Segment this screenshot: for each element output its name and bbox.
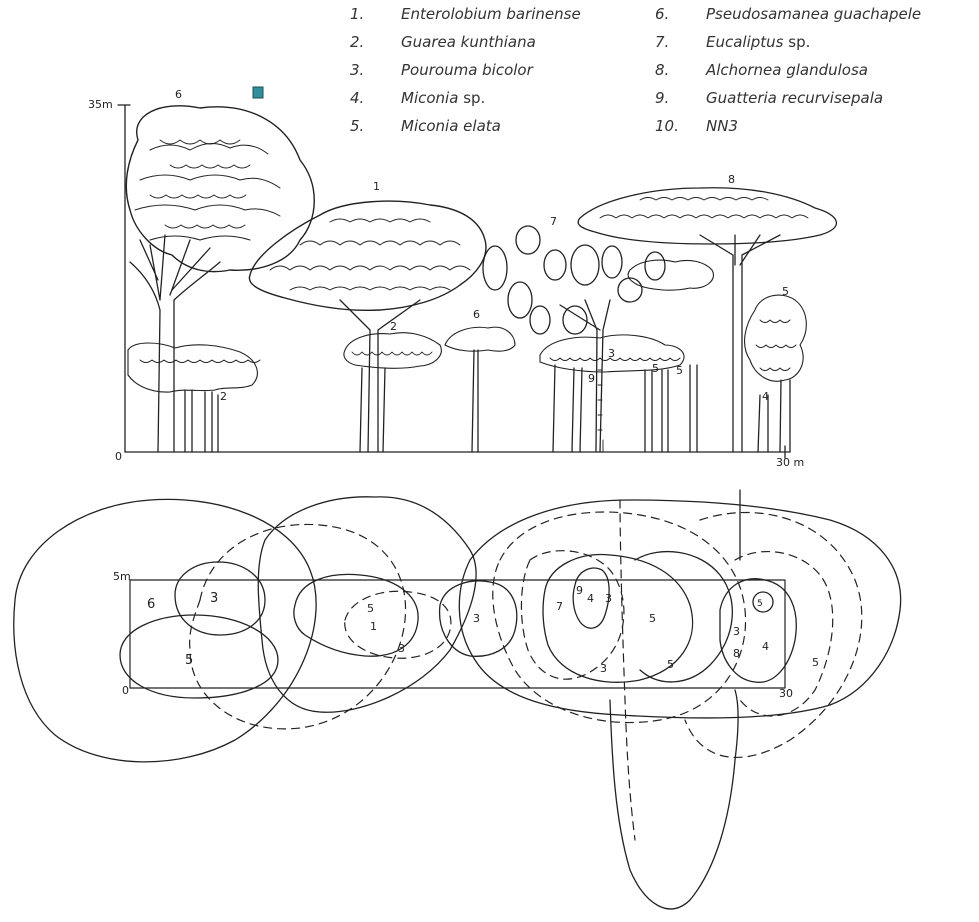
tree-label-4: 4 — [762, 390, 769, 403]
crown-label-7: 7 — [556, 600, 563, 613]
crown-label-5c: 5 — [649, 612, 656, 625]
tree-label-2: 2 — [390, 320, 397, 333]
tree-label-9: 9 — [588, 372, 595, 385]
crown-label-6: 6 — [147, 597, 155, 612]
crown-label-9: 9 — [576, 584, 583, 597]
crown-6 — [14, 499, 316, 762]
tree-5-profile — [745, 295, 807, 452]
crown-4-dashed — [685, 513, 862, 758]
crown-label-4b: 4 — [762, 640, 769, 653]
tree-6b-profile — [445, 327, 515, 452]
tree-2-profile — [344, 333, 441, 452]
understory-right — [540, 252, 713, 452]
tree-label-6: 6 — [175, 88, 182, 101]
plan-width-label: 5m — [113, 570, 131, 583]
tree-label-7: 7 — [550, 215, 557, 228]
crown-label-5d: 5 — [667, 658, 674, 671]
crown-label-5e: 5 — [757, 599, 763, 609]
crown-8 — [459, 500, 900, 718]
tree-label-6b: 6 — [473, 308, 480, 321]
crown-5-dashed-b — [521, 551, 624, 679]
plan-origin-label: 0 — [122, 684, 129, 697]
height-label: 35m — [88, 98, 113, 111]
tree-label-1: 1 — [373, 180, 380, 193]
crown-label-8: 8 — [733, 647, 740, 660]
crown-label-3b: 3 — [398, 642, 405, 655]
crown-label-4a: 4 — [587, 592, 594, 605]
marker-square — [253, 87, 263, 98]
crown-label-1: 1 — [370, 620, 377, 633]
plan-length-label: 30 — [779, 687, 793, 700]
crown-label-5a: 5 — [185, 653, 193, 668]
crown-label-3d: 3 — [600, 662, 607, 675]
crown-label-5f: 5 — [812, 656, 819, 669]
tree-label-5b: 5 — [652, 362, 659, 375]
crown-7-dashed — [493, 512, 746, 723]
tree-label-5c: 5 — [676, 364, 683, 377]
understory-left — [128, 343, 260, 452]
crown-5d — [753, 592, 773, 612]
tree-label-8: 8 — [728, 173, 735, 186]
crown-label-31: 3 — [605, 592, 612, 605]
profile-diagram — [118, 105, 836, 458]
crown-label-3c: 3 — [473, 612, 480, 625]
tree-1-profile — [249, 201, 486, 452]
crown-plan-diagram — [14, 490, 901, 909]
crown-label-5b: 5 — [367, 602, 374, 615]
tree-label-2b: 2 — [220, 390, 227, 403]
crown-label-3a: 3 — [210, 591, 218, 606]
tree-label-3: 3 — [608, 347, 615, 360]
crown-3a — [175, 562, 265, 635]
profile-origin-label: 0 — [115, 450, 122, 463]
tree-8-profile — [578, 188, 836, 452]
tree-7-profile — [483, 226, 622, 452]
tree-label-5: 5 — [782, 285, 789, 298]
dashed-line-center — [620, 500, 635, 840]
profile-length-label: 30 m — [776, 456, 804, 469]
crown-label-3e: 3 — [733, 625, 740, 638]
